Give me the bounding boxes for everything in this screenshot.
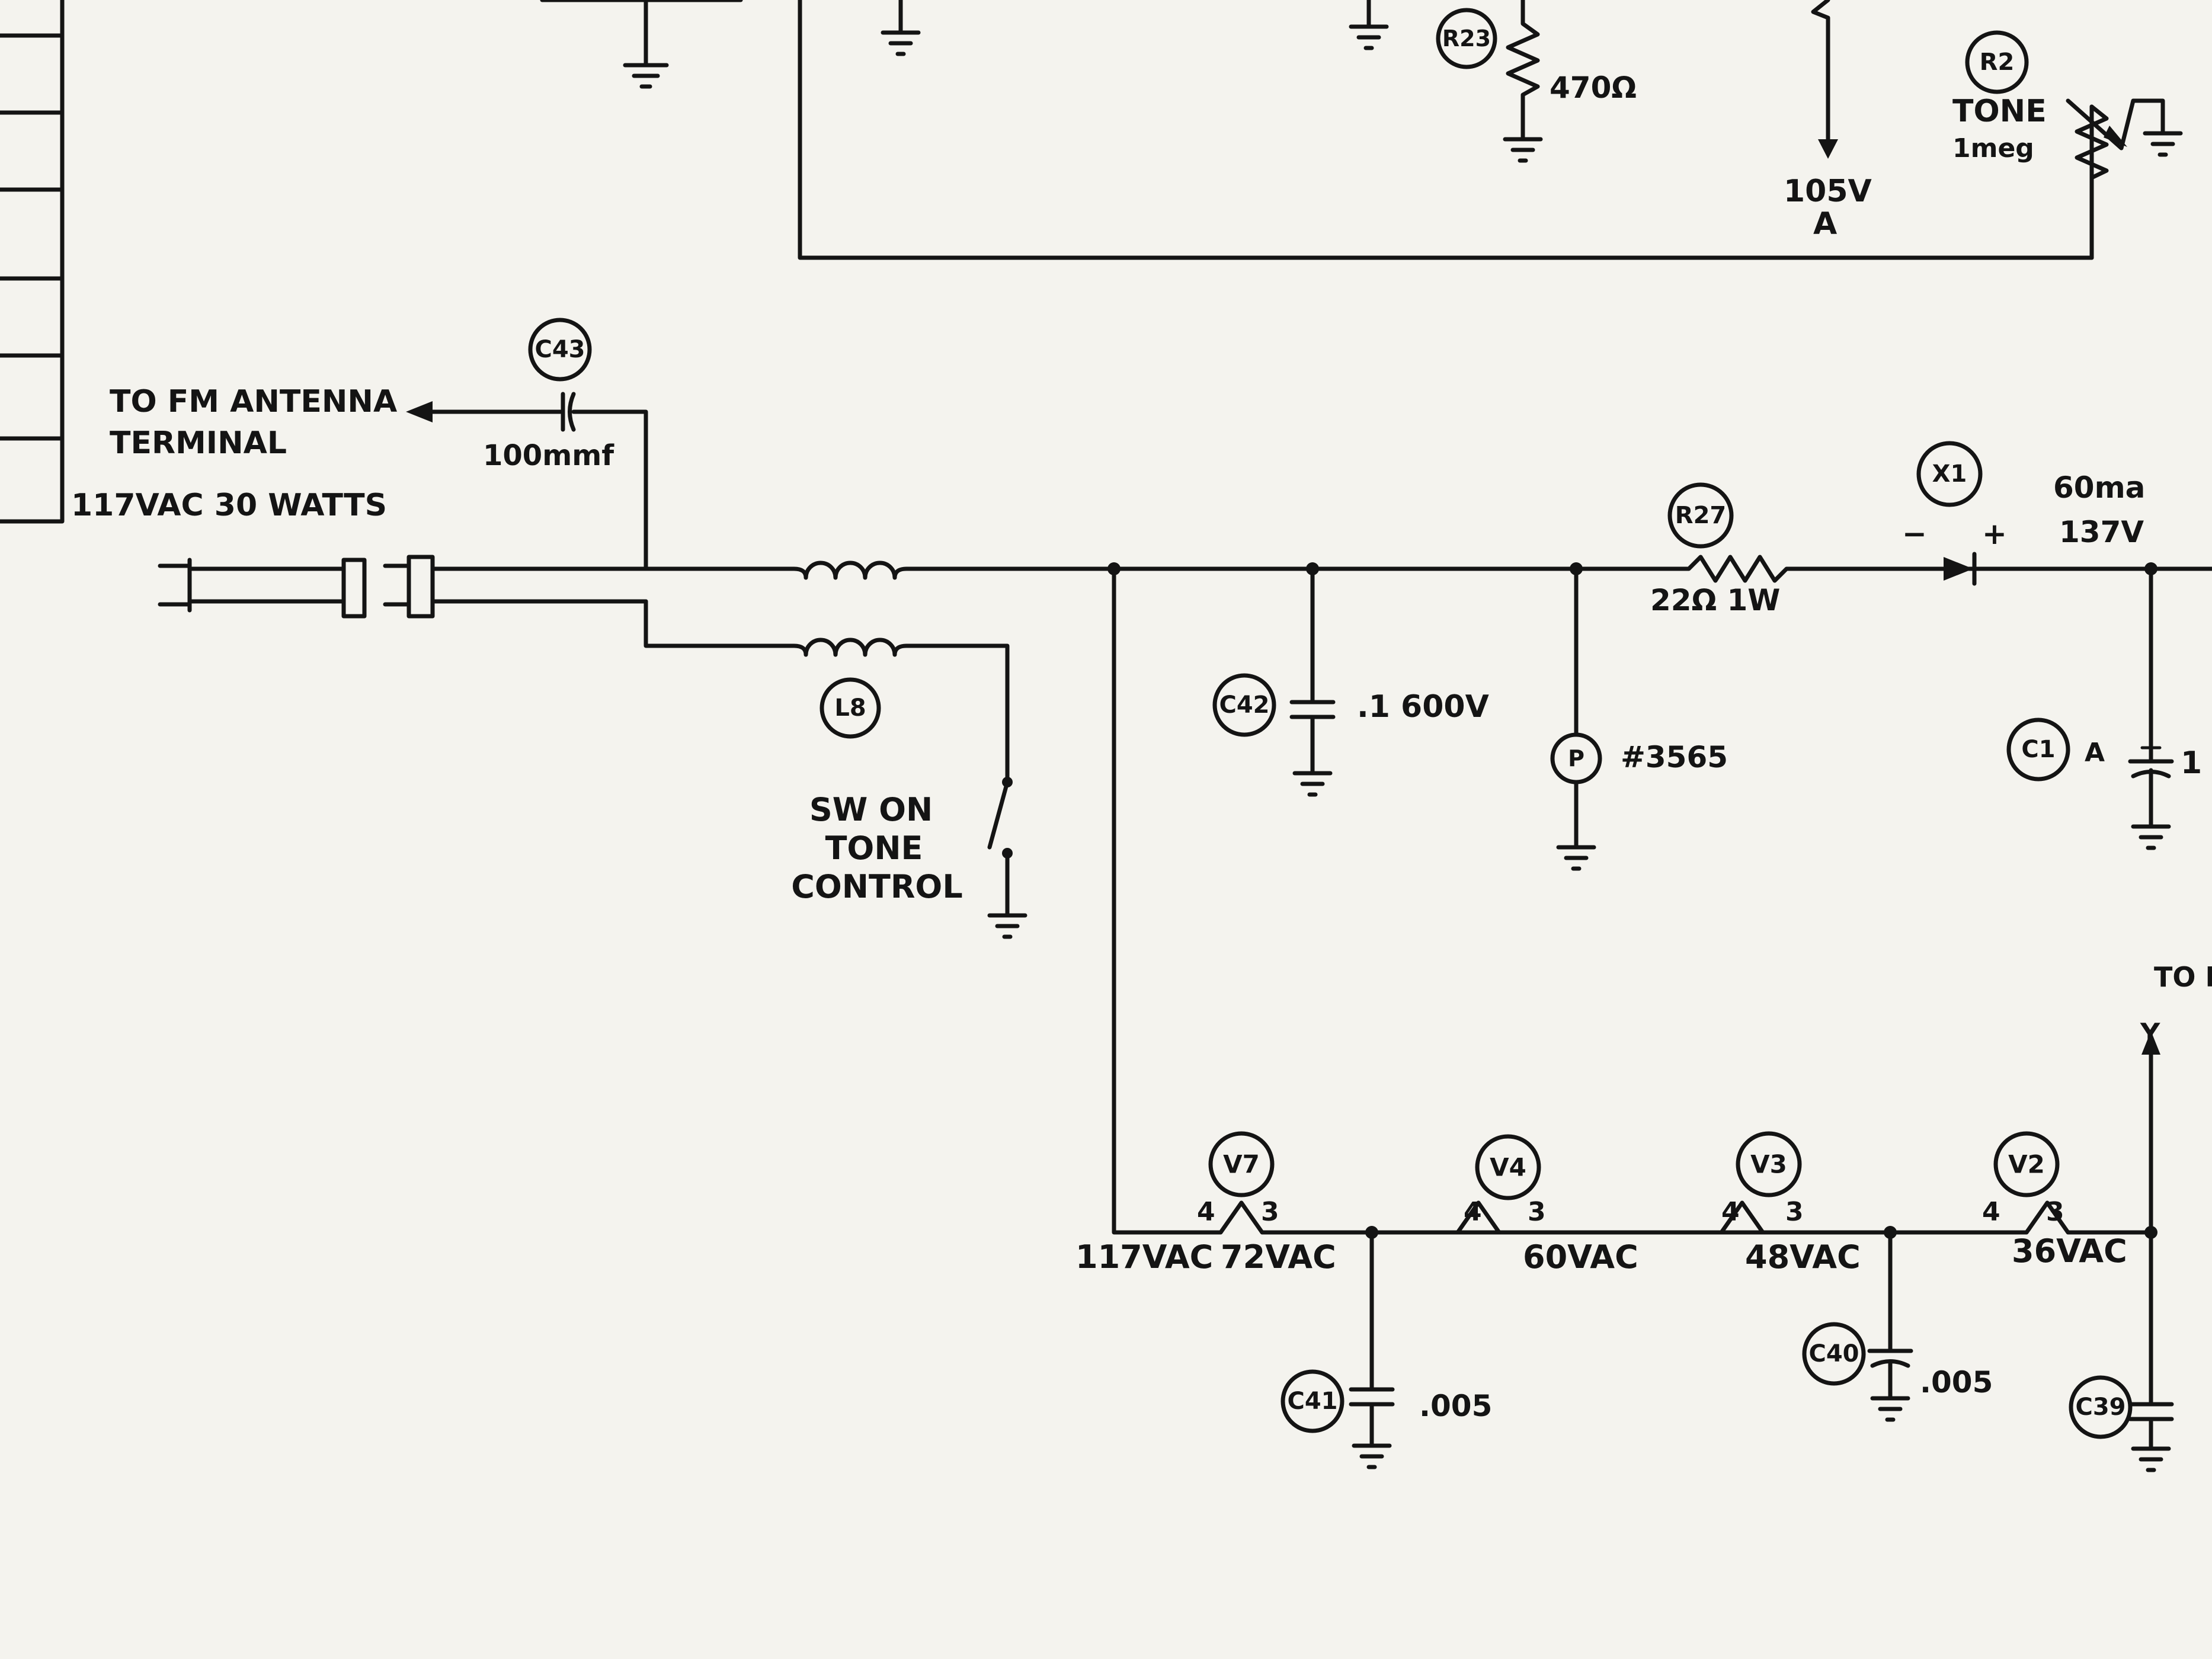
ref-c40: C40 xyxy=(1802,1322,1866,1386)
v4-pin3: 3 xyxy=(1528,1197,1546,1227)
x1-minus-label: − xyxy=(1902,517,1927,551)
svg-text:C1: C1 xyxy=(2021,736,2055,763)
v3-pin3: 3 xyxy=(1785,1197,1804,1227)
heater-36vac-label: 36VAC xyxy=(2012,1232,2127,1270)
ref-l8: L8 xyxy=(820,677,881,739)
switch-label-line2: TONE xyxy=(825,830,923,867)
fm-antenna-label-line1: TO FM ANTENNA xyxy=(110,384,397,419)
c1-capacitor xyxy=(2128,566,2174,850)
r23-value-label: 470Ω xyxy=(1550,71,1637,105)
ref-v7: V7 xyxy=(1208,1131,1275,1197)
left-terminal-strip xyxy=(0,0,65,524)
heater-60vac-label: 60VAC xyxy=(1523,1238,1638,1276)
c42-capacitor xyxy=(1289,566,1336,797)
ref-v3: V3 xyxy=(1736,1131,1802,1197)
c41-capacitor xyxy=(1349,1230,1395,1469)
ref-c42: C42 xyxy=(1212,673,1276,737)
heater-117vac-label: 117VAC xyxy=(1075,1238,1213,1276)
svg-text:V4: V4 xyxy=(1490,1153,1526,1182)
r27-value-label: 22Ω 1W xyxy=(1650,583,1780,617)
x1-rating-line1: 60ma xyxy=(2053,470,2145,505)
ref-v2: V2 xyxy=(1993,1131,2060,1197)
pilot-lamp xyxy=(1550,566,1602,871)
c42-value-label: .1 600V xyxy=(1357,689,1489,725)
ref-c39: C39 xyxy=(2069,1375,2133,1439)
svg-text:C40: C40 xyxy=(1808,1340,1859,1367)
tone-control-switch xyxy=(987,777,1027,939)
heater-48vac-label: 48VAC xyxy=(1745,1238,1861,1276)
point-a-label: A xyxy=(1813,206,1837,242)
c1-value-label: 1 xyxy=(2181,745,2202,781)
node-y-label: Y xyxy=(2140,1017,2160,1049)
svg-text:P: P xyxy=(1568,745,1584,771)
c1-a-label: A xyxy=(2085,738,2105,768)
c40-capacitor xyxy=(1867,1230,1913,1422)
v3-pin4: 4 xyxy=(1721,1197,1740,1227)
v7-pin4: 4 xyxy=(1197,1197,1215,1227)
ref-r2: R2 xyxy=(1965,30,2029,94)
tone-circuit-box xyxy=(540,0,2183,260)
to-right-label: TO F xyxy=(2154,961,2212,993)
mains-plug xyxy=(158,555,648,619)
svg-text:R2: R2 xyxy=(1980,49,2015,76)
svg-text:C43: C43 xyxy=(534,336,585,363)
l8-choke xyxy=(644,561,1116,784)
svg-text:C41: C41 xyxy=(1287,1388,1337,1415)
b-plus-line xyxy=(1107,552,2212,586)
svg-text:X1: X1 xyxy=(1932,460,1967,488)
v7-pin3: 3 xyxy=(1261,1197,1279,1227)
ref-c43: C43 xyxy=(528,318,592,382)
svg-text:V7: V7 xyxy=(1223,1150,1260,1179)
c41-value-label: .005 xyxy=(1419,1389,1492,1423)
v2-pin3: 3 xyxy=(2046,1197,2064,1227)
svg-text:R27: R27 xyxy=(1675,502,1726,529)
power-rating-label: 117VAC 30 WATTS xyxy=(71,488,387,523)
ref-x1: X1 xyxy=(1916,441,1983,507)
fm-antenna-label-line2: TERMINAL xyxy=(110,425,287,461)
r2-value-label: 1meg xyxy=(1952,133,2034,164)
svg-text:C39: C39 xyxy=(2075,1394,2125,1421)
switch-label-line1: SW ON xyxy=(809,791,933,828)
svg-text:R23: R23 xyxy=(1442,25,1491,52)
voltage-105-label: 105V xyxy=(1784,174,1872,209)
ref-c1: C1 xyxy=(2006,718,2070,782)
heater-72vac-label: 72VAC xyxy=(1221,1238,1336,1276)
ref-v4: V4 xyxy=(1475,1134,1541,1200)
ref-pilot: P xyxy=(1568,745,1584,771)
c40-value-label: .005 xyxy=(1920,1365,1993,1399)
switch-label-line3: CONTROL xyxy=(791,868,962,905)
x1-plus-label: + xyxy=(1982,517,2007,551)
svg-text:V2: V2 xyxy=(2008,1150,2045,1179)
x1-rating-line2: 137V xyxy=(2059,515,2144,549)
svg-text:C42: C42 xyxy=(1219,691,1269,719)
svg-text:V3: V3 xyxy=(1750,1150,1787,1179)
c43-value-label: 100mmf xyxy=(483,439,614,472)
v2-pin4: 4 xyxy=(1982,1197,2000,1227)
svg-text:L8: L8 xyxy=(834,694,866,722)
ref-r23: R23 xyxy=(1436,8,1497,69)
r2-tone-label: TONE xyxy=(1952,94,2047,129)
ref-r27: R27 xyxy=(1667,482,1734,549)
pilot-lamp-label: #3565 xyxy=(1621,740,1728,774)
c43-antenna-coupling xyxy=(406,392,648,571)
ref-c41: C41 xyxy=(1281,1369,1345,1433)
v4-pin4: 4 xyxy=(1464,1197,1482,1227)
